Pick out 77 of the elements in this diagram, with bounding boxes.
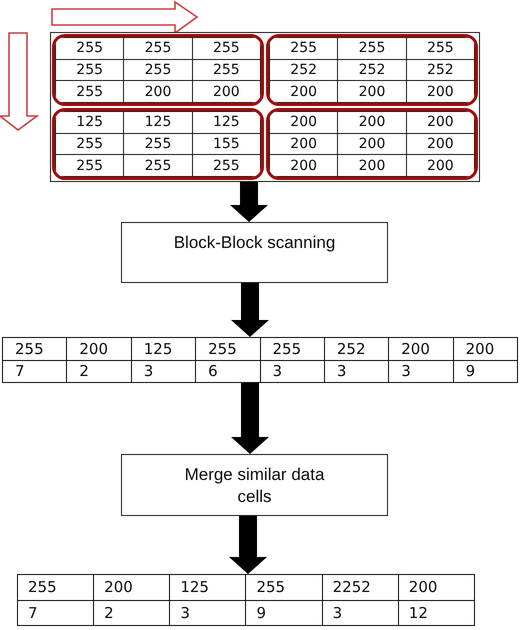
arrow xyxy=(231,283,269,337)
pixel-value-cell: 200 xyxy=(270,112,338,134)
pixel-value-cell: 200 xyxy=(398,574,474,600)
pixel-value-cell: 252 xyxy=(338,59,406,81)
pixel-value-cell: 200 xyxy=(94,574,170,600)
pixel-value-cell: 255 xyxy=(56,154,124,176)
pixel-value-cell: 200 xyxy=(338,133,406,155)
pixel-value-cell: 255 xyxy=(192,59,260,81)
pixel-grid xyxy=(50,32,480,182)
count-cell: 3 xyxy=(322,600,398,626)
count-cell: 7 xyxy=(2,360,67,382)
pixel-value-cell: 2252 xyxy=(322,574,398,600)
pixel-value-cell: 200 xyxy=(124,80,192,102)
pixel-value-cell: 255 xyxy=(124,38,192,60)
pixel-value-cell: 252 xyxy=(406,59,474,81)
pixel-value-cell: 255 xyxy=(270,38,338,60)
process-box: Merge similar data cells xyxy=(121,454,388,516)
pixel-value-cell: 125 xyxy=(124,112,192,134)
pixel-value-cell: 155 xyxy=(192,133,260,155)
pixel-value-cell: 200 xyxy=(338,80,406,102)
count-cell: 2 xyxy=(94,600,170,626)
pixel-block xyxy=(52,34,264,106)
pixel-value-cell: 200 xyxy=(270,133,338,155)
pixel-block xyxy=(266,108,478,180)
count-cell: 9 xyxy=(453,360,518,382)
pixel-value-cell: 255 xyxy=(196,338,260,360)
pixel-value-cell: 255 xyxy=(124,133,192,155)
pixel-value-cell: 125 xyxy=(131,338,196,360)
arrow xyxy=(231,383,269,454)
pixel-value-cell: 125 xyxy=(192,112,260,134)
pixel-value-cell: 125 xyxy=(56,112,124,134)
pixel-value-cell: 200 xyxy=(66,338,132,360)
pixel-value-cell: 255 xyxy=(56,59,124,81)
pixel-value-cell: 200 xyxy=(406,154,474,176)
count-cell: 3 xyxy=(170,600,246,626)
count-cell: 3 xyxy=(324,360,389,382)
arrow xyxy=(230,182,268,222)
pixel-value-cell: 200 xyxy=(192,80,260,102)
count-cell: 9 xyxy=(246,600,322,626)
pixel-value-cell: 255 xyxy=(406,38,474,60)
count-cell: 3 xyxy=(131,360,196,382)
pixel-value-cell: 255 xyxy=(18,574,94,600)
pixel-value-cell: 200 xyxy=(406,112,474,134)
pixel-value-cell: 255 xyxy=(124,154,192,176)
pixel-value-cell: 255 xyxy=(2,338,67,360)
pixel-value-cell: 252 xyxy=(270,59,338,81)
pixel-value-cell: 255 xyxy=(56,38,124,60)
pixel-value-cell: 255 xyxy=(192,154,260,176)
count-cell: 3 xyxy=(260,360,324,382)
count-cell: 6 xyxy=(196,360,260,382)
merged-table xyxy=(17,574,475,626)
pixel-value-cell: 255 xyxy=(260,338,324,360)
pixel-value-cell: 255 xyxy=(246,574,322,600)
count-cell: 7 xyxy=(18,600,94,626)
count-cell: 3 xyxy=(388,360,454,382)
pixel-value-cell: 200 xyxy=(338,112,406,134)
pixel-value-cell: 200 xyxy=(388,338,454,360)
pixel-block xyxy=(266,34,478,106)
run-length-table xyxy=(2,337,518,383)
count-cell: 2 xyxy=(66,360,132,382)
pixel-value-cell: 200 xyxy=(406,133,474,155)
pixel-value-cell: 200 xyxy=(270,80,338,102)
pixel-value-cell: 255 xyxy=(192,38,260,60)
pixel-value-cell: 125 xyxy=(170,574,246,600)
pixel-value-cell: 255 xyxy=(56,80,124,102)
pixel-value-cell: 255 xyxy=(56,133,124,155)
pixel-value-cell: 200 xyxy=(406,80,474,102)
pixel-value-cell: 255 xyxy=(124,59,192,81)
pixel-value-cell: 200 xyxy=(453,338,518,360)
pixel-value-cell: 255 xyxy=(338,38,406,60)
pixel-value-cell: 200 xyxy=(270,154,338,176)
pixel-value-cell: 252 xyxy=(324,338,389,360)
arrow xyxy=(229,516,267,574)
pixel-value-cell: 200 xyxy=(338,154,406,176)
count-cell: 12 xyxy=(398,600,474,626)
pixel-block xyxy=(52,108,264,180)
process-box: Block-Block scanning xyxy=(121,222,388,283)
